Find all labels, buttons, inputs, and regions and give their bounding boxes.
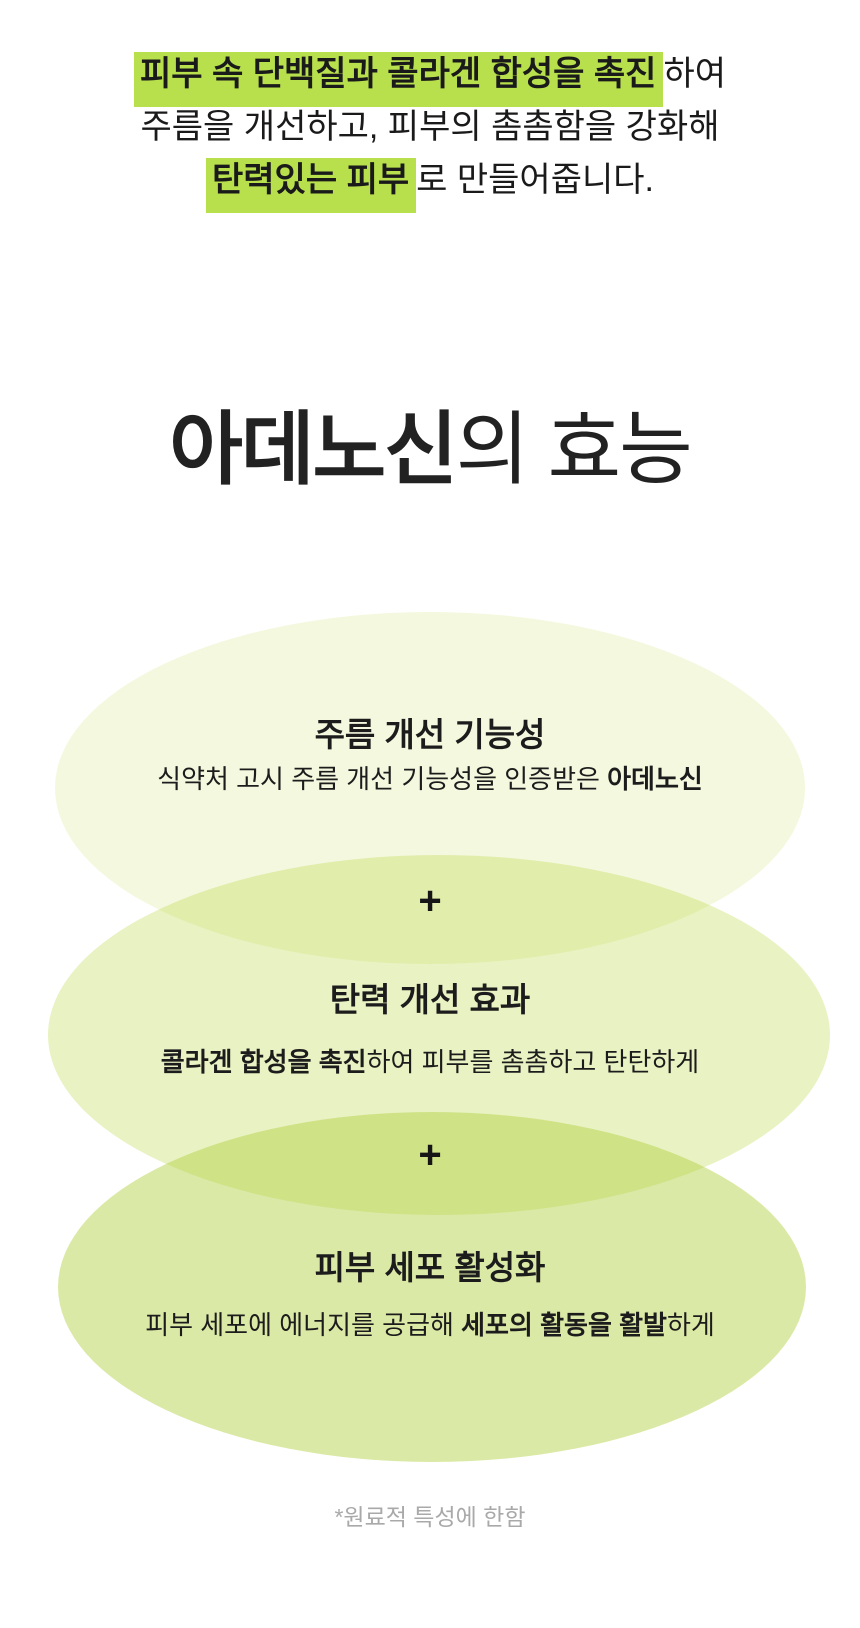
benefit-3-desc-pre: 피부 세포에 에너지를 공급해 [145,1310,462,1340]
benefit-3-description: 피부 세포에 에너지를 공급해 세포의 활동을 활발하게 [0,1306,860,1344]
footnote: *원료적 특성에 한함 [334,1504,526,1530]
benefit-3-title: 피부 세포 활성화 [314,1249,546,1286]
benefit-2-desc-bold: 콜라겐 합성을 촉진 [160,1047,367,1077]
benefit-2-description: 콜라겐 합성을 촉진하여 피부를 촘촘하고 탄탄하게 [0,1043,860,1081]
benefit-2-desc-post: 하여 피부를 촘촘하고 탄탄하게 [366,1047,700,1077]
benefit-2-title: 탄력 개선 효과 [329,981,531,1018]
benefit-3-desc-post: 하게 [666,1310,715,1340]
intro-line-3-highlight: 탄력있는 피부 [206,158,417,213]
benefit-3-desc-bold: 세포의 활동을 활발 [461,1310,667,1340]
plus-separator-2: + [418,1133,442,1177]
intro-line-3-rest: 로 만들어줍니다. [416,161,654,199]
benefit-ellipse-3 [58,1112,806,1462]
intro-line-2: 주름을 개선하고, 피부의 촘촘함을 강화해 [140,108,720,146]
benefit-1-desc-bold: 아데노신 [607,764,703,794]
section-title: 아데노신의 효능 [0,398,860,502]
benefit-ellipse-1 [55,612,805,964]
benefit-ellipse-2 [48,855,830,1215]
section-title-strong: 아데노신 [169,405,457,494]
section-title-rest: 의 효능 [455,405,693,494]
benefit-1-desc-pre: 식약처 고시 주름 개선 기능성을 인증받은 [157,764,608,794]
benefit-1-title: 주름 개선 기능성 [314,716,546,753]
intro-line-1-rest: 하여 [663,55,726,93]
benefit-1-description: 식약처 고시 주름 개선 기능성을 인증받은 아데노신 [0,760,860,798]
intro-line-1-highlight: 피부 속 단백질과 콜라겐 합성을 촉진 [134,52,664,107]
plus-separator-1: + [418,879,442,923]
